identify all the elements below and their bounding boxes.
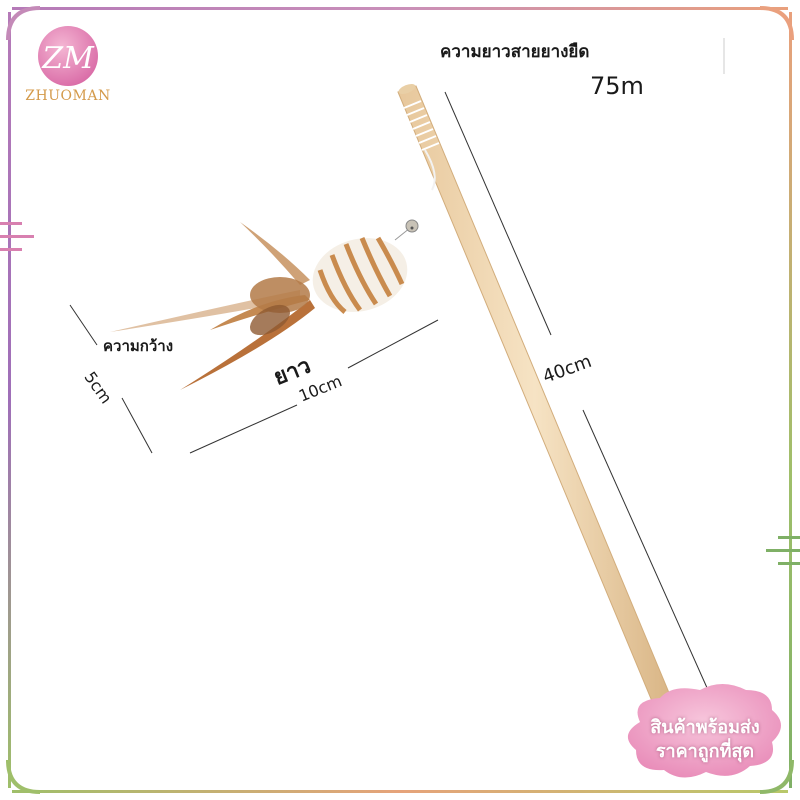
cat-teaser-toy-icon (110, 219, 419, 390)
frame-border (0, 6, 800, 794)
elastic-length-title: ความยาวสายยางยืด (440, 42, 590, 62)
badge-line-1: สินค้าพร้อมส่ง (650, 717, 760, 738)
dimension-lines (69, 38, 725, 691)
wooden-stick-icon (397, 83, 673, 707)
zm-logo-icon: ZM (38, 26, 98, 86)
brand-name: ZHUOMAN (25, 88, 111, 104)
elastic-length-value: 75m (590, 72, 644, 100)
badge-line-2: ราคาถูกที่สุด (655, 741, 755, 762)
cloud-badge-icon (627, 684, 781, 778)
svg-text:ZM: ZM (41, 41, 95, 76)
width-title: ความกว้าง (103, 337, 174, 355)
bell-icon (394, 219, 419, 241)
